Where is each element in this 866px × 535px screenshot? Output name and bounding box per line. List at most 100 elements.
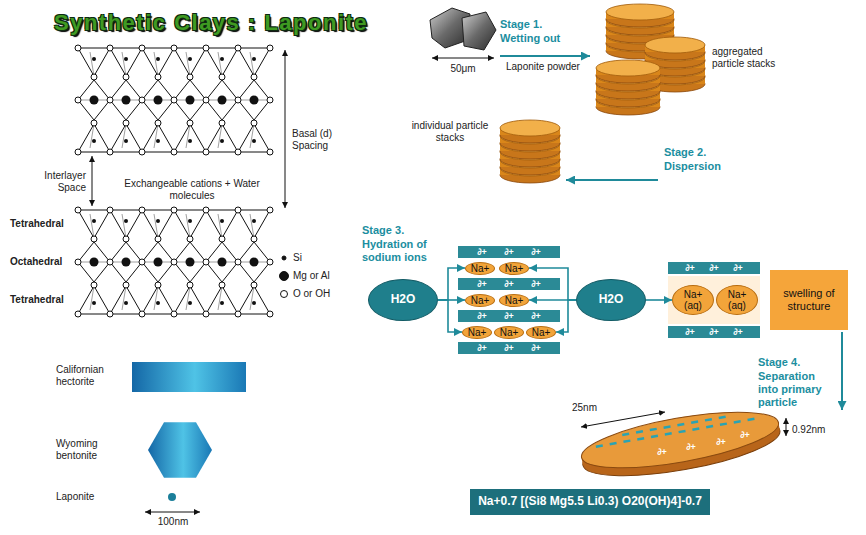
- oxygen-atom: [219, 236, 225, 242]
- edge-line: [90, 286, 94, 310]
- tetrahedron: [142, 124, 174, 152]
- surface-charge-mark: [610, 443, 617, 444]
- bentonite-shape: [148, 422, 212, 477]
- si-atom: [92, 139, 96, 143]
- oxygen-atom: [235, 45, 241, 51]
- charge-label: ∂+: [526, 342, 546, 354]
- octahedron: [206, 80, 238, 120]
- oxygen-atom: [267, 45, 273, 51]
- tetrahedron: [110, 286, 142, 314]
- edge-line: [122, 52, 126, 76]
- region-label: Exchangeable cations + Water molecules: [112, 178, 272, 202]
- oxygen-atom: [267, 311, 273, 317]
- octahedron: [142, 80, 174, 120]
- dimension-label: 50μm: [432, 63, 494, 75]
- material-label: individual particle stacks: [408, 120, 492, 144]
- oxygen-atom: [107, 97, 113, 103]
- title: Synthetic Clays : Laponite: [54, 10, 368, 36]
- clay-label: Wyoming bentonite: [56, 438, 128, 462]
- clay-label: Laponite: [56, 491, 94, 503]
- edge-line: [90, 124, 94, 148]
- tetrahedron: [110, 210, 142, 238]
- surface-charge-mark: [637, 438, 644, 439]
- tetrahedron: [78, 124, 110, 152]
- si-atom: [220, 57, 224, 61]
- oxygen-atom: [155, 282, 161, 288]
- tetrahedron: [110, 124, 142, 152]
- oxygen-atom: [155, 74, 161, 80]
- edge-line: [218, 214, 222, 238]
- node-text: H2O: [391, 293, 416, 307]
- edge-line: [90, 214, 94, 238]
- legend-symbol: [279, 289, 289, 299]
- edge-line: [154, 52, 158, 76]
- tetrahedron: [174, 210, 206, 238]
- oxygen-atom: [219, 120, 225, 126]
- si-atom: [220, 139, 224, 143]
- oxygen-atom: [187, 120, 193, 126]
- si-atom: [252, 57, 256, 61]
- disc-top: [500, 120, 560, 136]
- clay-plate: [668, 326, 760, 338]
- oxygen-atom: [235, 97, 241, 103]
- hydrated-ion: Na+ (aq): [672, 285, 714, 315]
- scale-arrow: [145, 512, 200, 513]
- octahedron: [174, 242, 206, 282]
- oxygen-atom: [107, 149, 113, 155]
- charge-label: ∂+: [728, 262, 748, 274]
- surface-charge-mark: [650, 429, 657, 430]
- oxygen-atom: [107, 207, 113, 213]
- water-ellipse: H2O: [576, 279, 646, 321]
- octahedron: [78, 80, 110, 120]
- charge-label: ∂+: [526, 310, 546, 322]
- si-atom: [156, 301, 160, 305]
- tetrahedron: [238, 124, 270, 152]
- edge-line: [250, 286, 254, 310]
- mg-atom: [122, 258, 131, 267]
- node-text: Na+: [468, 327, 487, 338]
- octahedron: [110, 80, 142, 120]
- oxygen-atom: [267, 207, 273, 213]
- oxygen-atom: [75, 45, 81, 51]
- surface-charge-mark: [705, 419, 712, 420]
- clay-label: Californian hectorite: [56, 364, 128, 388]
- charge-label: ∂+: [499, 342, 519, 354]
- tetrahedron: [142, 210, 174, 238]
- oxygen-atom: [203, 45, 209, 51]
- charge-label: ∂+: [704, 262, 724, 274]
- stage-label: Stage 4.: [758, 356, 800, 369]
- mg-atom: [186, 258, 195, 267]
- swelling-gap: [668, 276, 760, 324]
- surface-charge-mark: [665, 433, 672, 434]
- surface-charge-mark: [748, 419, 755, 420]
- hydration-arrow: [646, 299, 672, 301]
- particle-stack: [500, 120, 560, 183]
- oxygen-atom: [203, 311, 209, 317]
- stage-label: Hydration of sodium ions: [362, 238, 448, 264]
- sheet-label: Octahedral: [10, 256, 62, 268]
- si-atom: [124, 301, 128, 305]
- si-atom: [188, 219, 192, 223]
- oxygen-atom: [75, 311, 81, 317]
- edge-line: [250, 52, 254, 76]
- charge-label: ∂+: [499, 310, 519, 322]
- oxygen-atom: [75, 207, 81, 213]
- oxygen-atom: [219, 282, 225, 288]
- node-text: swelling of structure: [776, 287, 842, 312]
- edge-line: [250, 214, 254, 238]
- si-atom: [188, 139, 192, 143]
- oxygen-atom: [187, 74, 193, 80]
- oxygen-atom: [123, 236, 129, 242]
- octahedron: [206, 242, 238, 282]
- si-atom: [156, 57, 160, 61]
- tetrahedron: [174, 124, 206, 152]
- si-atom: [92, 301, 96, 305]
- dimension-label: Basal (d) Spacing: [292, 128, 356, 152]
- scale-arrow: [432, 58, 494, 59]
- oxygen-atom: [107, 311, 113, 317]
- node-text: Na+: [505, 295, 524, 306]
- mg-atom: [218, 96, 227, 105]
- tetrahedron: [142, 286, 174, 314]
- mg-atom: [218, 258, 227, 267]
- oxygen-atom: [75, 149, 81, 155]
